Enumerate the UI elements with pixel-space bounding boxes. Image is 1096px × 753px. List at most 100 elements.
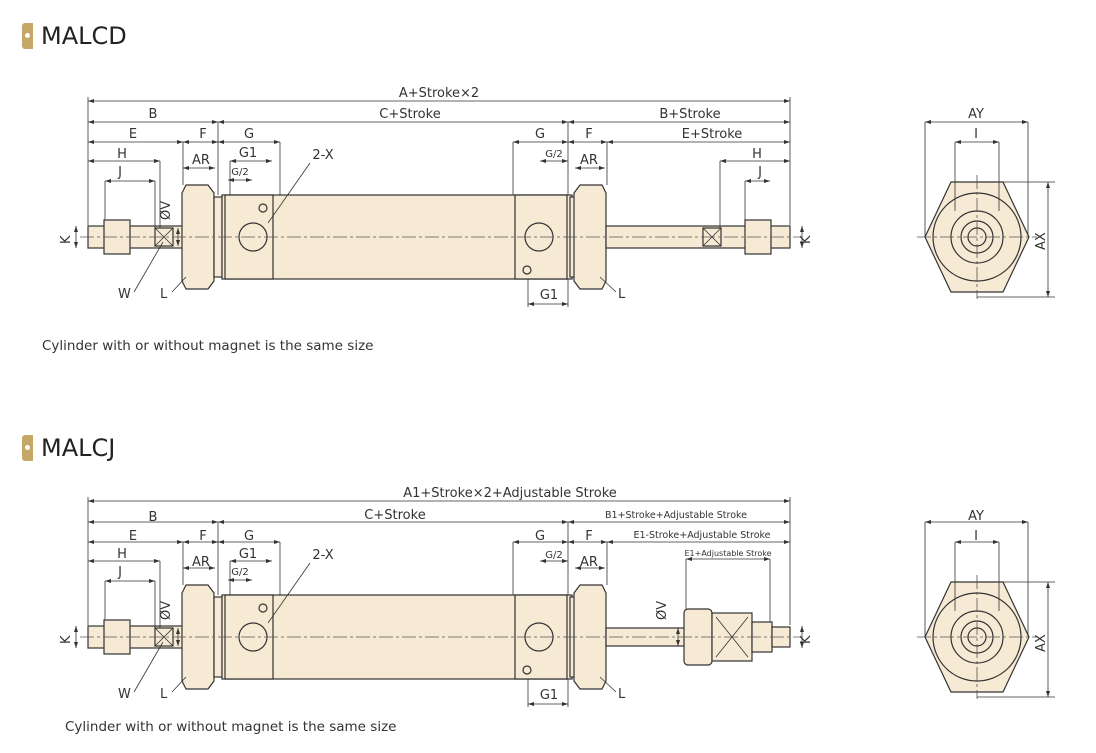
arrow-icon xyxy=(575,566,605,570)
dim-total: A+Stroke×2 xyxy=(399,86,479,101)
port-label: 2-X xyxy=(312,548,333,563)
leader-line-l xyxy=(171,276,187,293)
dim-g2-right: G/2 xyxy=(545,550,562,561)
dim-g-right: G xyxy=(535,529,545,544)
section-title-text: MALCJ xyxy=(41,434,116,462)
arrow-icon xyxy=(176,228,180,246)
dim-ar-right: AR xyxy=(580,153,598,168)
drawing-malcj: A1+Stroke×2+Adjustable Stroke B C+Stroke… xyxy=(59,486,1055,707)
leader-line-w xyxy=(133,241,164,293)
dim-f-right: F xyxy=(585,529,592,544)
leader-line-l-right xyxy=(599,276,617,293)
arrow-icon xyxy=(676,628,680,646)
dim-g2-right: G/2 xyxy=(545,149,562,160)
arrow-icon xyxy=(513,540,568,544)
label-w: W xyxy=(118,687,131,702)
label-l-right: L xyxy=(618,687,626,702)
screw-icon xyxy=(522,665,532,675)
dim-h: H xyxy=(117,147,127,162)
dim-g-right: G xyxy=(535,127,545,142)
dim-i: I xyxy=(974,529,978,544)
leader-line-w xyxy=(133,641,164,693)
arrow-icon xyxy=(575,166,605,170)
leader-line-port xyxy=(267,162,311,224)
leader-line-port xyxy=(267,562,311,624)
dim-b1-right: B1+Stroke+Adjustable Stroke xyxy=(605,510,747,521)
dim-g1-bottom: G1 xyxy=(540,288,558,303)
arrow-icon xyxy=(228,578,252,582)
dim-c: C+Stroke xyxy=(379,107,440,122)
dim-b: B xyxy=(149,107,158,122)
dim-k-right: K xyxy=(799,235,814,244)
dim-k: K xyxy=(59,235,74,244)
label-l: L xyxy=(160,687,168,702)
dim-ay: AY xyxy=(968,107,984,122)
label-w: W xyxy=(118,287,131,302)
arrow-icon xyxy=(540,559,568,563)
dim-g: G xyxy=(244,529,254,544)
dim-ax: AX xyxy=(1034,232,1049,250)
dim-ov-right: ØV xyxy=(655,601,670,620)
arrow-icon xyxy=(74,226,78,248)
dim-ov: ØV xyxy=(159,601,174,620)
arrow-icon xyxy=(745,179,770,183)
dim-k-right: K xyxy=(799,635,814,644)
port-label: 2-X xyxy=(312,148,333,163)
arrow-icon xyxy=(800,226,804,248)
dim-b: B xyxy=(149,510,158,525)
dim-g1: G1 xyxy=(239,146,257,161)
dim-g: G xyxy=(244,127,254,142)
dim-k: K xyxy=(59,635,74,644)
dim-j: J xyxy=(117,165,122,180)
dim-h: H xyxy=(117,547,127,562)
cylinder-side-view xyxy=(80,175,1037,299)
dim-ov: ØV xyxy=(159,201,174,220)
section-title-malcd: MALCD xyxy=(22,22,127,50)
dim-h-right: H xyxy=(752,147,762,162)
arrow-icon xyxy=(800,626,804,648)
dim-g1-bottom: G1 xyxy=(540,688,558,703)
dim-e1-right: E1-Stroke+Adjustable Stroke xyxy=(633,530,770,541)
caption-malcj: Cylinder with or without magnet is the s… xyxy=(65,719,397,735)
dim-f: F xyxy=(199,529,206,544)
arrow-icon xyxy=(105,579,155,583)
section-title-malcj: MALCJ xyxy=(22,434,115,462)
dim-f: F xyxy=(199,127,206,142)
dim-e: E xyxy=(129,529,137,544)
dim-f-right: F xyxy=(585,127,592,142)
dim-ax: AX xyxy=(1034,634,1049,652)
arrow-icon xyxy=(540,159,568,163)
dim-e-right: E+Stroke xyxy=(682,127,743,142)
dim-i: I xyxy=(974,127,978,142)
arrow-icon xyxy=(228,178,252,182)
dim-ar-right: AR xyxy=(580,555,598,570)
section-badge-icon xyxy=(22,435,33,461)
dim-c: C+Stroke xyxy=(364,508,425,523)
section-title-text: MALCD xyxy=(41,22,127,50)
dim-ay: AY xyxy=(968,509,984,524)
leader-line-l xyxy=(171,676,187,693)
dim-e: E xyxy=(129,127,137,142)
dim-ar: AR xyxy=(192,555,210,570)
screw-icon xyxy=(258,603,268,613)
dim-ar: AR xyxy=(192,153,210,168)
drawing-malcd: A+Stroke×2 B C+Stroke B+Stroke E F G G F… xyxy=(59,86,1055,307)
label-l: L xyxy=(160,287,168,302)
arrow-icon xyxy=(176,628,180,646)
screw-icon xyxy=(258,203,268,213)
cylinder-side-view xyxy=(80,575,1037,699)
dim-g2: G/2 xyxy=(231,167,248,178)
screw-icon xyxy=(522,265,532,275)
section-badge-icon xyxy=(22,23,33,49)
wrench-flat-cross xyxy=(154,627,174,647)
arrow-icon xyxy=(105,179,155,183)
leader-line-l-right xyxy=(599,676,617,693)
dim-g1: G1 xyxy=(239,547,257,562)
wrench-flat-cross xyxy=(154,227,174,247)
dim-b-right: B+Stroke xyxy=(659,107,720,122)
dim-total: A1+Stroke×2+Adjustable Stroke xyxy=(403,486,617,501)
arrow-icon xyxy=(74,626,78,648)
caption-malcd: Cylinder with or without magnet is the s… xyxy=(42,338,374,354)
dim-j: J xyxy=(117,565,122,580)
